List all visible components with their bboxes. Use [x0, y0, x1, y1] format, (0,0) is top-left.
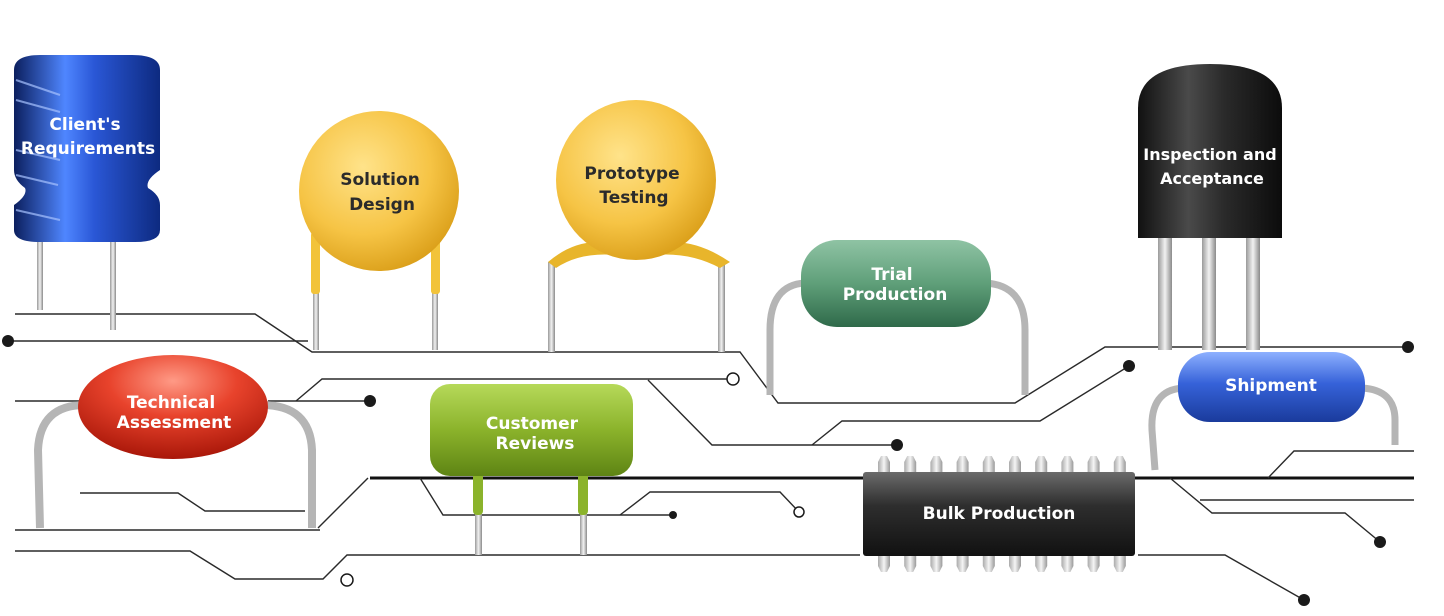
customer-reviews-component: Customer Reviews	[430, 384, 633, 555]
chip-pin	[1009, 456, 1021, 474]
chip-pin	[1061, 554, 1074, 572]
chip-pin	[1087, 456, 1100, 474]
prototype-testing-line1: Prototype	[584, 164, 679, 184]
customer-reviews-line1: Customer	[486, 414, 579, 434]
trial-production-component: Trial Production	[766, 240, 1029, 395]
chip-pin	[982, 456, 995, 474]
chip-pin	[1113, 456, 1126, 474]
inspection-acceptance-line2: Acceptance	[1160, 169, 1264, 188]
chip-pin	[904, 554, 917, 572]
chip-pin	[1087, 554, 1100, 572]
client-requirements-component: Client's Requirements	[14, 55, 160, 330]
chip-pin	[1009, 554, 1021, 572]
technical-assessment-line2: Assessment	[117, 413, 232, 433]
shipment-label: Shipment	[1225, 376, 1317, 396]
bulk-production-label: Bulk Production	[923, 504, 1076, 524]
technical-assessment-line1: Technical	[127, 393, 215, 413]
solution-design-line1: Solution	[340, 170, 420, 190]
chip-pins-top	[878, 456, 1126, 474]
chip-pin	[930, 554, 943, 572]
chip-pin	[878, 456, 890, 474]
chip-pin	[1061, 456, 1074, 474]
customer-reviews-line2: Reviews	[496, 434, 575, 454]
chip-pins-bottom	[878, 554, 1126, 572]
circuit-traces	[8, 313, 1414, 601]
technical-assessment-component: Technical Assessment	[33, 355, 316, 529]
inspection-acceptance-component: Inspection and Acceptance	[1138, 64, 1282, 350]
chip-pin	[1113, 554, 1126, 572]
chip-pin	[956, 554, 969, 572]
shipment-component: Shipment	[1148, 352, 1399, 471]
chip-pin	[982, 554, 995, 572]
chip-pin	[1035, 456, 1048, 474]
bulk-production-component: Bulk Production	[863, 456, 1135, 572]
prototype-testing-line2: Testing	[599, 188, 668, 208]
prototype-testing-component: Prototype Testing	[548, 100, 730, 352]
inspection-acceptance-line1: Inspection and	[1143, 145, 1276, 164]
chip-pin	[956, 456, 969, 474]
chip-pin	[930, 456, 943, 474]
solution-design-line2: Design	[349, 195, 415, 215]
chip-pin	[878, 554, 890, 572]
client-requirements-line1: Client's	[49, 115, 120, 135]
chip-pin	[1035, 554, 1048, 572]
trial-production-line1: Trial	[871, 265, 912, 285]
trial-production-line2: Production	[843, 285, 948, 305]
client-requirements-line2: Requirements	[21, 139, 155, 159]
chip-pin	[904, 456, 917, 474]
trace-nodes	[2, 335, 1414, 606]
solution-design-component: Solution Design	[299, 111, 459, 350]
